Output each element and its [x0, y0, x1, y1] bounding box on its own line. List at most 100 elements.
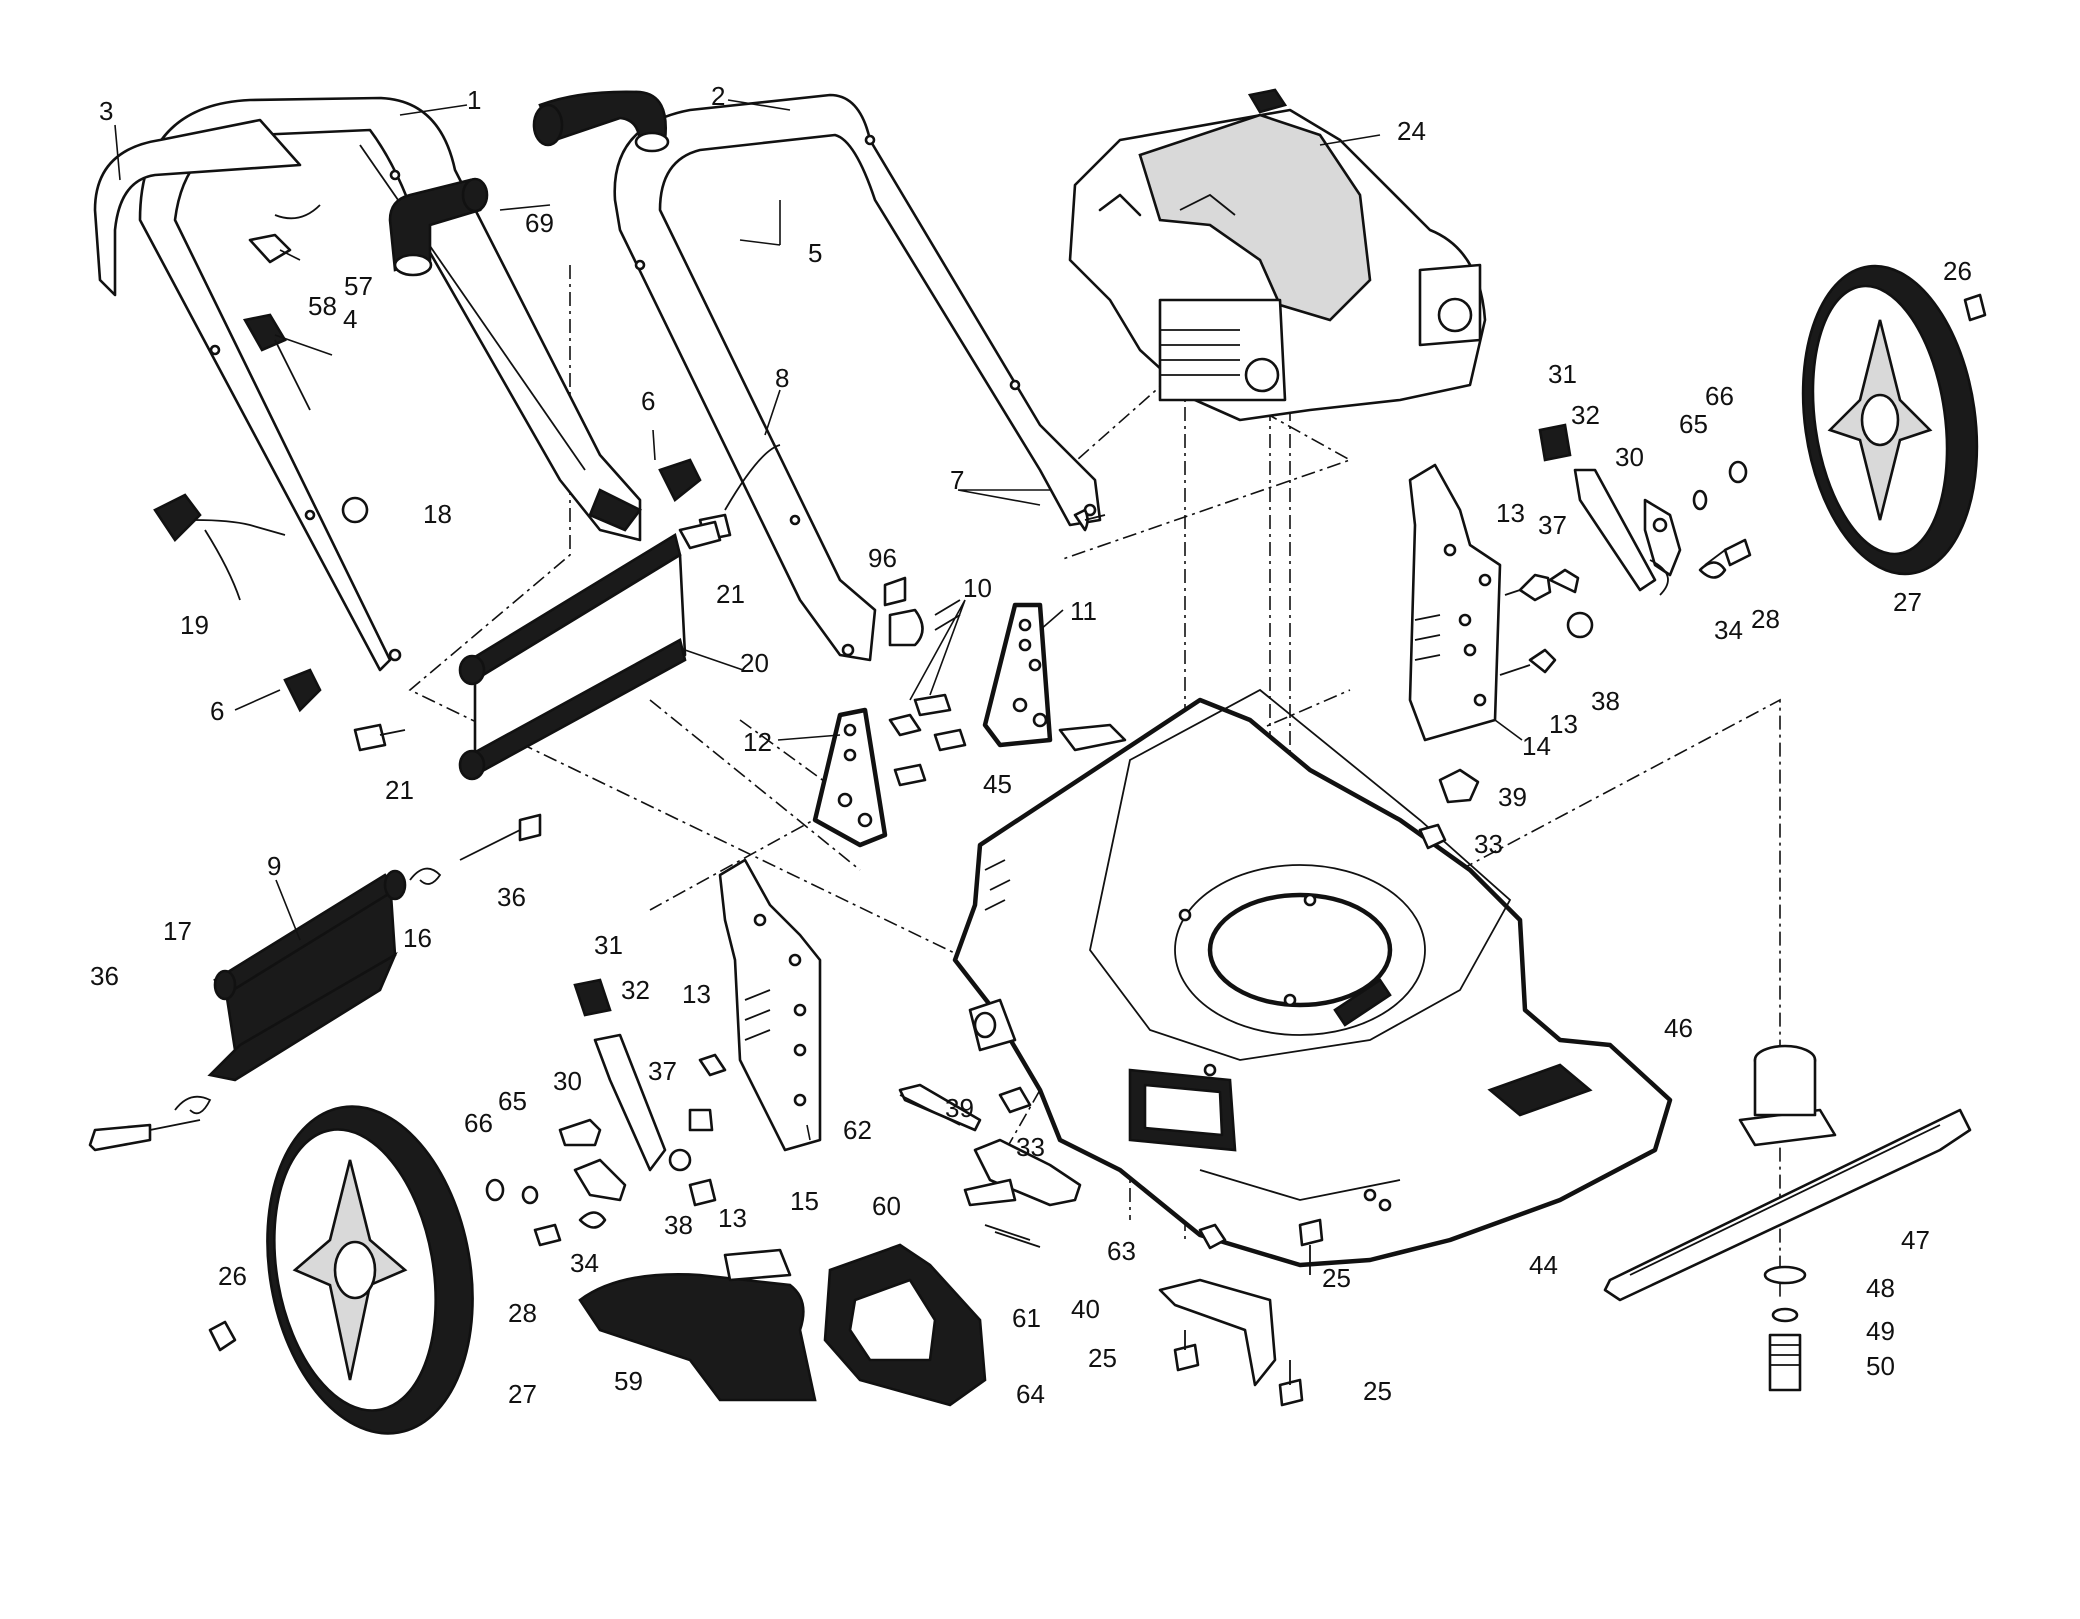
label-17: 17	[163, 916, 192, 946]
label-34-right: 34	[1714, 615, 1743, 645]
mower-deck	[952, 688, 1673, 1268]
label-25-b: 25	[1088, 1343, 1117, 1373]
part-labels: 1 2 3 4 5 6 6 7 8 9 10 11 12 13 13 13 13…	[90, 81, 1972, 1409]
label-69: 69	[525, 208, 554, 238]
label-9: 9	[267, 851, 281, 881]
label-30-left: 30	[553, 1066, 582, 1096]
label-65-left: 65	[498, 1086, 527, 1116]
blade-assembly	[1603, 1044, 1972, 1392]
right-wheel	[1801, 264, 1987, 576]
label-21-upper: 21	[716, 579, 745, 609]
label-28-left: 28	[508, 1298, 537, 1328]
left-wheel	[208, 1105, 474, 1435]
label-32-left: 32	[621, 975, 650, 1005]
label-47: 47	[1901, 1225, 1930, 1255]
label-27-left: 27	[508, 1379, 537, 1409]
label-2: 2	[711, 81, 725, 111]
label-25-c: 25	[1363, 1376, 1392, 1406]
label-6-lower: 6	[210, 696, 224, 726]
label-60: 60	[872, 1191, 901, 1221]
deck-hardware	[968, 768, 1480, 1114]
label-45: 45	[983, 769, 1012, 799]
label-38-right: 38	[1591, 686, 1620, 716]
label-58: 58	[308, 291, 337, 321]
label-15: 15	[790, 1186, 819, 1216]
label-37-right: 37	[1538, 510, 1567, 540]
label-24: 24	[1397, 116, 1426, 146]
mulch-components	[898, 1083, 1082, 1248]
label-31-right: 31	[1548, 359, 1577, 389]
label-6-upper: 6	[641, 386, 655, 416]
label-65-right: 65	[1679, 409, 1708, 439]
label-16: 16	[403, 923, 432, 953]
cable-clip	[888, 608, 924, 647]
side-discharge-chutes	[578, 1243, 987, 1407]
label-96: 96	[868, 543, 897, 573]
label-62: 62	[843, 1115, 872, 1145]
flap-hardware	[88, 813, 542, 1152]
right-height-bracket	[1408, 463, 1502, 742]
label-38-left: 38	[664, 1210, 693, 1240]
label-66-left: 66	[464, 1108, 493, 1138]
label-48: 48	[1866, 1273, 1895, 1303]
label-21-lower: 21	[385, 775, 414, 805]
label-13-a: 13	[1496, 498, 1525, 528]
label-19: 19	[180, 610, 209, 640]
label-13-b: 13	[1549, 709, 1578, 739]
label-50: 50	[1866, 1351, 1895, 1381]
label-30-right: 30	[1615, 442, 1644, 472]
label-46: 46	[1664, 1013, 1693, 1043]
label-26-left: 26	[218, 1261, 247, 1291]
label-5: 5	[808, 238, 822, 268]
deck-bolts	[1158, 1218, 1324, 1407]
label-33-left: 33	[1016, 1132, 1045, 1162]
label-39-right: 39	[1498, 782, 1527, 812]
label-32-right: 32	[1571, 400, 1600, 430]
handle-hardware	[153, 204, 1106, 752]
label-1: 1	[467, 85, 481, 115]
label-13-d: 13	[718, 1203, 747, 1233]
label-4: 4	[343, 304, 357, 334]
height-brackets	[812, 602, 1053, 848]
label-28-right: 28	[1751, 604, 1780, 634]
label-26-right: 26	[1943, 256, 1972, 286]
label-7: 7	[950, 465, 964, 495]
label-11: 11	[1070, 596, 1097, 626]
lower-handle	[613, 93, 1102, 662]
upper-handle	[93, 96, 642, 672]
rear-flap	[207, 869, 407, 1082]
label-40: 40	[1071, 1294, 1100, 1324]
right-adjuster	[1499, 423, 1752, 676]
label-33-right: 33	[1474, 829, 1503, 859]
label-66-right: 66	[1705, 381, 1734, 411]
leader-lines	[114, 99, 1523, 1141]
label-39-left: 39	[945, 1093, 974, 1123]
label-31-left: 31	[594, 930, 623, 960]
label-3: 3	[99, 96, 113, 126]
label-64: 64	[1016, 1379, 1045, 1409]
label-61: 61	[1012, 1303, 1041, 1333]
label-44: 44	[1529, 1250, 1558, 1280]
label-25-a: 25	[1322, 1263, 1351, 1293]
label-10: 10	[963, 573, 992, 603]
label-14: 14	[1522, 731, 1551, 761]
left-height-bracket	[485, 858, 822, 1247]
label-36-left: 36	[90, 961, 119, 991]
handle-grips	[388, 90, 670, 277]
label-18: 18	[423, 499, 452, 529]
label-27-right: 27	[1893, 587, 1922, 617]
label-8: 8	[775, 363, 789, 393]
label-37-left: 37	[648, 1056, 677, 1086]
label-63: 63	[1107, 1236, 1136, 1266]
engine	[1068, 88, 1487, 422]
label-57: 57	[344, 271, 373, 301]
label-59: 59	[614, 1366, 643, 1396]
label-20: 20	[740, 648, 769, 678]
label-49: 49	[1866, 1316, 1895, 1346]
label-12: 12	[743, 727, 772, 757]
label-36-right: 36	[497, 882, 526, 912]
rear-deflector-frame	[458, 532, 687, 781]
label-13-c: 13	[682, 979, 711, 1009]
label-34-left: 34	[570, 1248, 599, 1278]
